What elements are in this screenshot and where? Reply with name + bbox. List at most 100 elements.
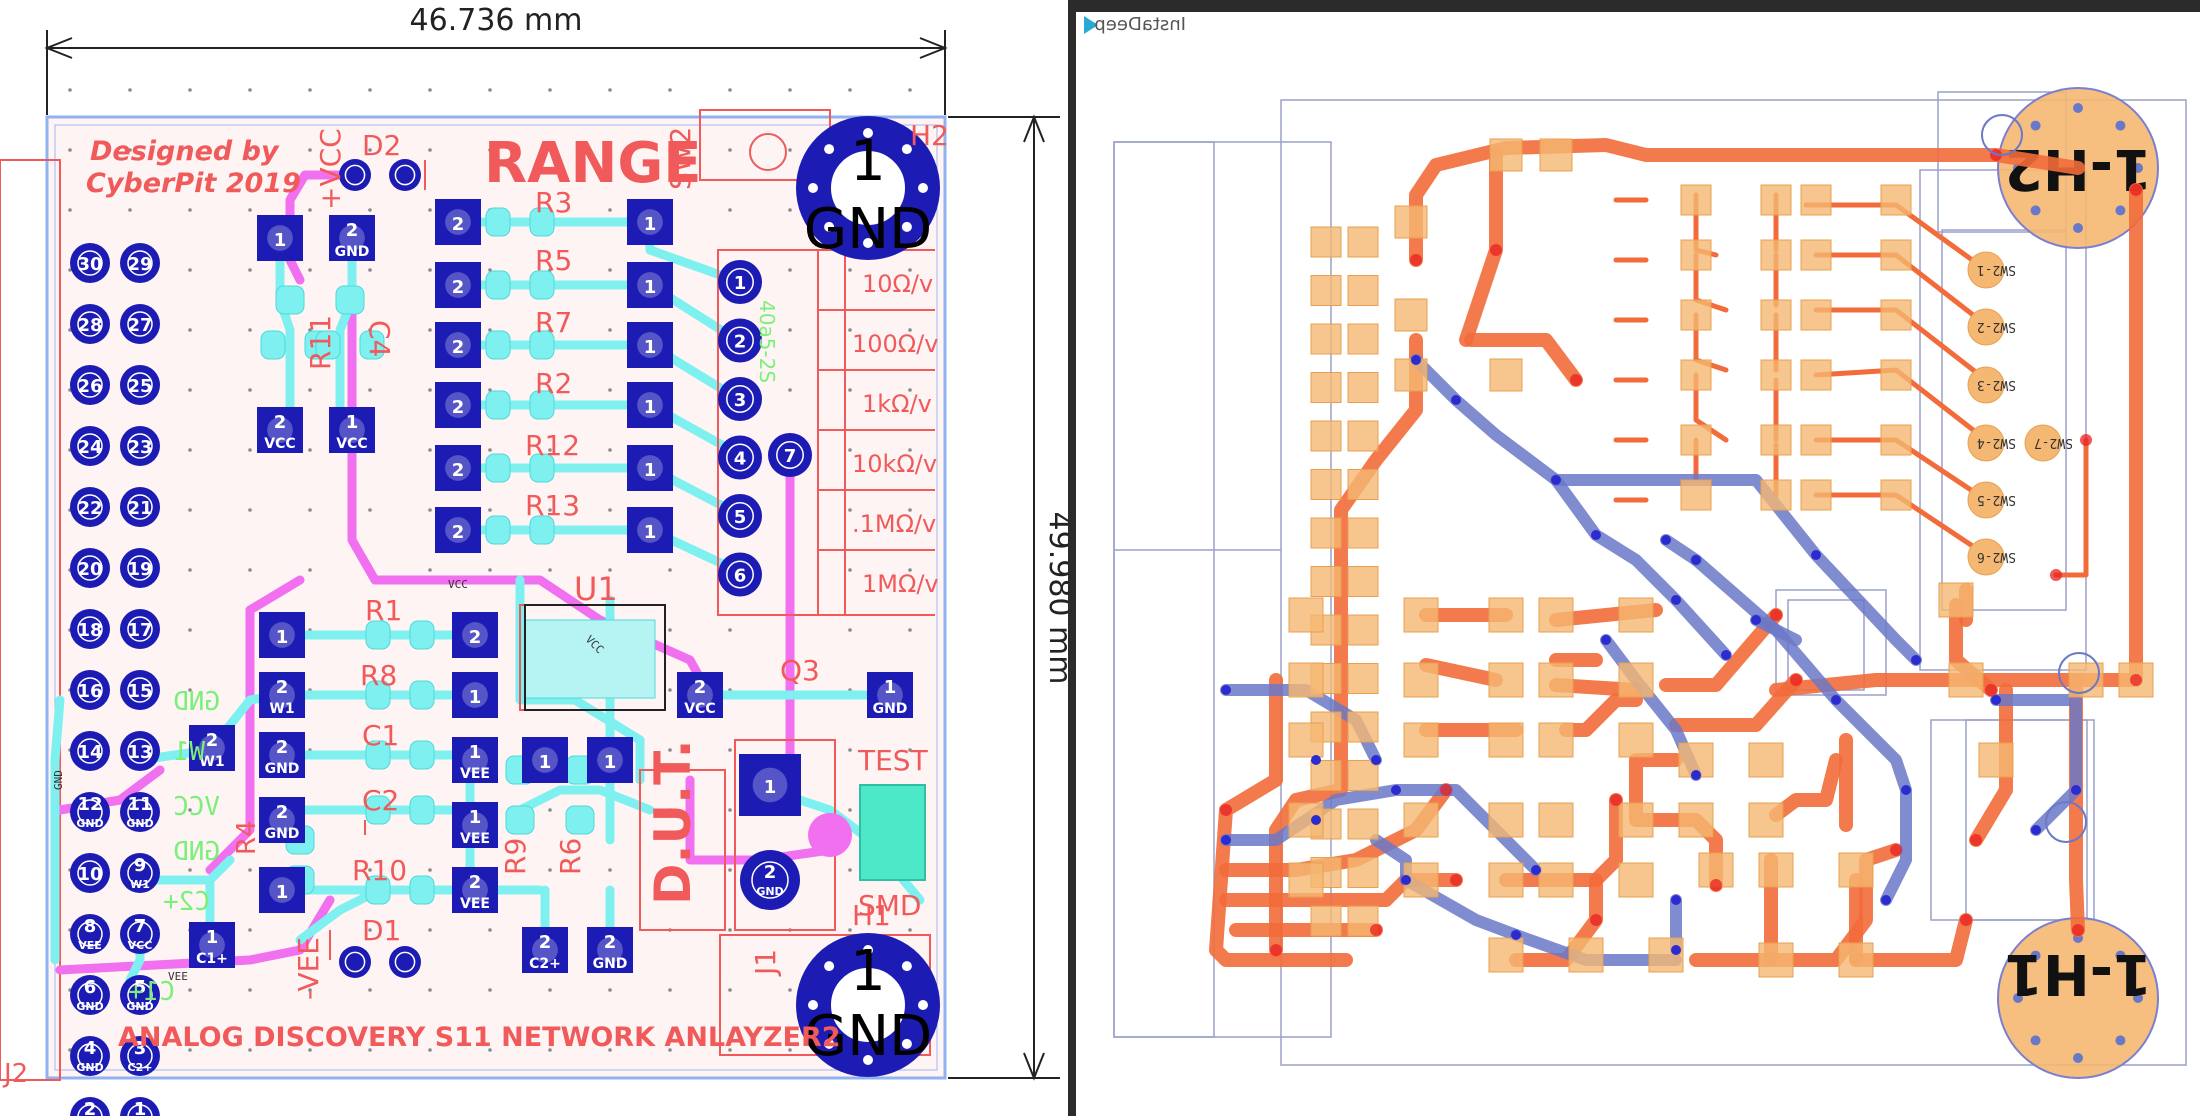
svg-text:2: 2 (276, 802, 289, 823)
round-pad[interactable]: 5 (718, 494, 762, 538)
designed-by-line1: Designed by (90, 136, 280, 167)
through-hole-pad[interactable]: 1 (522, 737, 568, 783)
through-hole-pad[interactable]: 2 (435, 199, 481, 245)
round-pad[interactable]: 1 (718, 260, 762, 304)
through-hole-pad[interactable]: 1 (452, 672, 498, 718)
through-hole-pad[interactable]: 2 (452, 612, 498, 658)
through-hole-pad[interactable]: 2 (435, 382, 481, 428)
round-pad[interactable]: 2 (718, 318, 762, 363)
svg-text:15: 15 (127, 681, 152, 702)
round-pad[interactable]: 22 (70, 487, 110, 527)
round-pad[interactable]: 23 (120, 426, 160, 466)
mount-hole-top-num: 1 (850, 129, 886, 194)
svg-text:VEE: VEE (460, 831, 490, 847)
through-hole-pad[interactable]: 2W1 (189, 725, 235, 771)
round-pad[interactable]: 13 (120, 731, 160, 771)
through-hole-pad[interactable]: 2 (435, 445, 481, 491)
round-pad[interactable] (339, 946, 371, 978)
round-pad[interactable]: 3 (718, 377, 762, 421)
through-hole-pad[interactable]: 1 (739, 754, 801, 816)
svg-text:2: 2 (346, 220, 359, 241)
round-pad[interactable]: 9W1 (120, 853, 160, 893)
through-hole-pad[interactable]: 1C1+ (189, 922, 235, 968)
round-pad[interactable]: 15 (120, 670, 160, 710)
round-pad[interactable]: 26 (70, 365, 110, 405)
mount-hole-top[interactable]: 1 GND (796, 116, 940, 262)
round-pad[interactable]: 30 (70, 243, 110, 283)
round-pad[interactable]: 25 (120, 365, 160, 405)
svg-text:GND: GND (593, 956, 628, 972)
through-hole-pad[interactable]: 1 (627, 382, 673, 428)
round-pad[interactable]: 6 (718, 552, 762, 597)
through-hole-pad[interactable]: 1 (627, 199, 673, 245)
round-pad[interactable]: 16 (70, 670, 110, 710)
svg-text:1: 1 (644, 337, 657, 358)
svg-text:1: 1 (644, 460, 657, 481)
routed-board-canvas[interactable]: InstaDeep 1-H2 (1076, 0, 2200, 1116)
round-pad[interactable]: 20 (70, 548, 110, 588)
through-hole-pad[interactable]: 1 (627, 322, 673, 368)
through-hole-pad[interactable]: 2W1 (259, 672, 305, 718)
round-pad[interactable] (339, 159, 371, 191)
mount-hole-h1[interactable]: 1-H1 (1997, 917, 2159, 1079)
round-pad[interactable]: 1C1+ (120, 1097, 160, 1116)
hole-outline (2058, 652, 2100, 694)
routed-board-view[interactable]: InstaDeep 1-H2 (1076, 0, 2200, 1116)
through-hole-pad[interactable]: 1 (587, 737, 633, 783)
through-hole-pad[interactable]: 1 (627, 262, 673, 308)
pcb-layout-view[interactable]: 46.736 mm 49.980 mm J2 (0, 0, 1068, 1116)
mount-hole-bottom[interactable]: 1 GND (796, 933, 940, 1077)
round-pad[interactable]: 10 (70, 853, 110, 893)
round-pad[interactable]: 19 (120, 548, 160, 588)
round-pad[interactable]: 14 (70, 731, 110, 771)
round-pad[interactable]: 17 (120, 609, 160, 649)
round-pad[interactable]: 29 (120, 243, 160, 283)
net-gnd-mirror-2: GND (173, 837, 220, 867)
round-pad[interactable]: 24 (70, 426, 110, 466)
ref-r9: R9 (499, 838, 532, 875)
round-pad[interactable] (389, 946, 421, 978)
through-hole-pad[interactable]: 2C2+ (522, 927, 568, 973)
through-hole-pad[interactable]: 1 (627, 507, 673, 553)
through-hole-pad[interactable]: 1 (259, 867, 305, 913)
pcb-layout-canvas[interactable]: 46.736 mm 49.980 mm J2 (0, 0, 1068, 1116)
ref-r10: R10 (352, 854, 407, 887)
round-pad[interactable]: 21 (120, 487, 160, 527)
round-pad[interactable]: 27 (120, 304, 160, 344)
round-pad[interactable]: 7 (768, 433, 812, 477)
through-hole-pad[interactable]: 2 (435, 262, 481, 308)
round-pad[interactable]: 28 (70, 304, 110, 344)
round-pad[interactable] (389, 159, 421, 191)
through-hole-pad[interactable]: 2 (435, 322, 481, 368)
round-pad[interactable]: 3C2+ (120, 1036, 160, 1076)
top-bar (1076, 0, 2200, 12)
round-pad[interactable]: 18 (70, 609, 110, 649)
through-hole-pad[interactable]: 2 (435, 507, 481, 553)
through-hole-pad[interactable]: 1 (627, 445, 673, 491)
through-hole-pad[interactable]: 1 (259, 612, 305, 658)
through-hole-pad[interactable]: 1 (257, 215, 303, 261)
round-pad[interactable]: 4 (718, 435, 762, 480)
smd-resistor-pad (365, 620, 435, 650)
